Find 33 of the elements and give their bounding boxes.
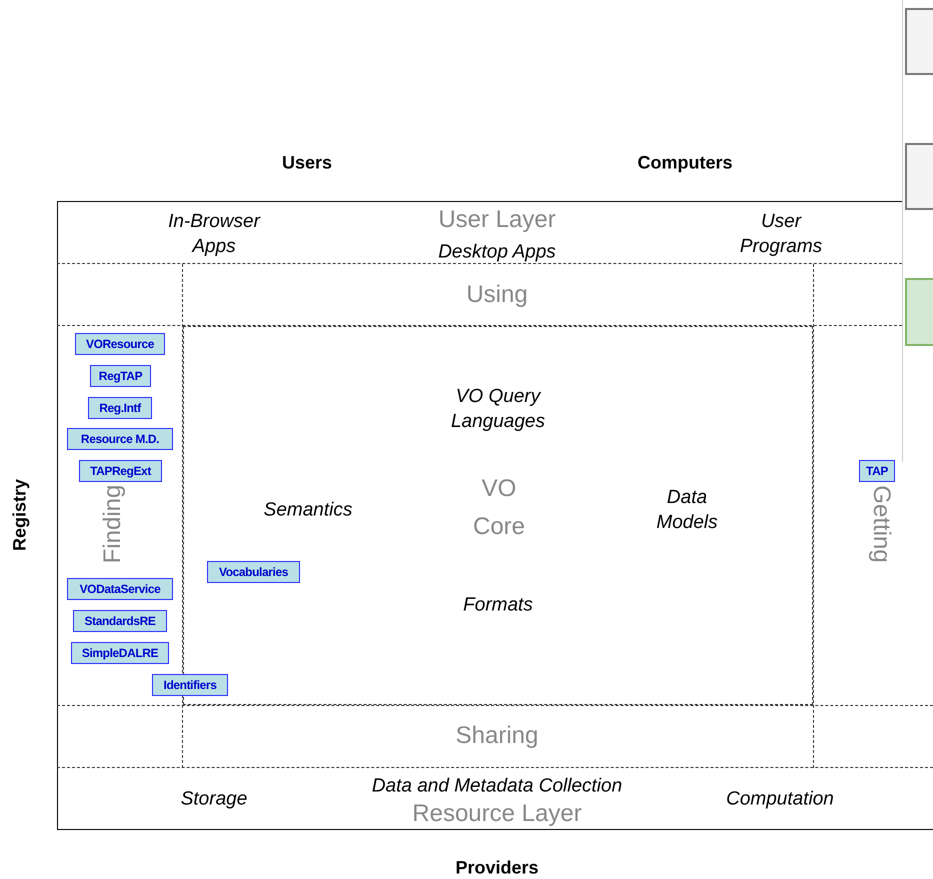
standard-tag: Identifiers xyxy=(152,674,228,696)
sharing-band xyxy=(57,705,933,768)
standard-tag: Reg.Intf xyxy=(88,397,152,419)
layer-title: Resource Layer xyxy=(411,799,583,829)
standard-tag: TAP xyxy=(859,460,895,482)
standard-tag: StandardsRE xyxy=(73,610,167,632)
column-title: Getting xyxy=(867,485,895,563)
standard-tag: VOResource xyxy=(75,333,165,355)
layer-item-label: Formats xyxy=(462,594,534,618)
axis-label: Computers xyxy=(638,152,732,174)
standard-tag: RegTAP xyxy=(90,365,151,387)
layer-item-label: Data and Metadata Collection xyxy=(370,774,624,798)
axis-label: Users xyxy=(282,152,332,174)
standard-tag: Resource M.D. xyxy=(67,428,173,450)
standard-tag: SimpleDALRE xyxy=(71,642,169,664)
axis-label: Providers xyxy=(455,858,539,878)
layer-item-label: User Programs xyxy=(738,210,824,259)
axis-label: Registry xyxy=(10,478,30,552)
layer-item-label: Desktop Apps xyxy=(437,240,557,264)
layer-title: VO Core xyxy=(472,474,526,542)
layer-title: User Layer xyxy=(437,205,557,235)
column-title: Finding xyxy=(99,484,127,564)
standard-tag: VODataService xyxy=(67,578,173,600)
layer-item-label: Data Models xyxy=(655,486,719,535)
layer-item-label: Storage xyxy=(180,788,248,812)
layer-title: Using xyxy=(465,280,529,310)
layer-item-label: VO Query Languages xyxy=(450,385,546,434)
standard-tag: Vocabularies xyxy=(207,561,300,583)
layer-item-label: Computation xyxy=(725,788,835,812)
standard-tag: TAPRegExt xyxy=(79,460,162,482)
layer-item-label: In-Browser Apps xyxy=(167,210,262,259)
layer-item-label: Semantics xyxy=(262,498,354,522)
layer-title: Sharing xyxy=(454,721,540,751)
